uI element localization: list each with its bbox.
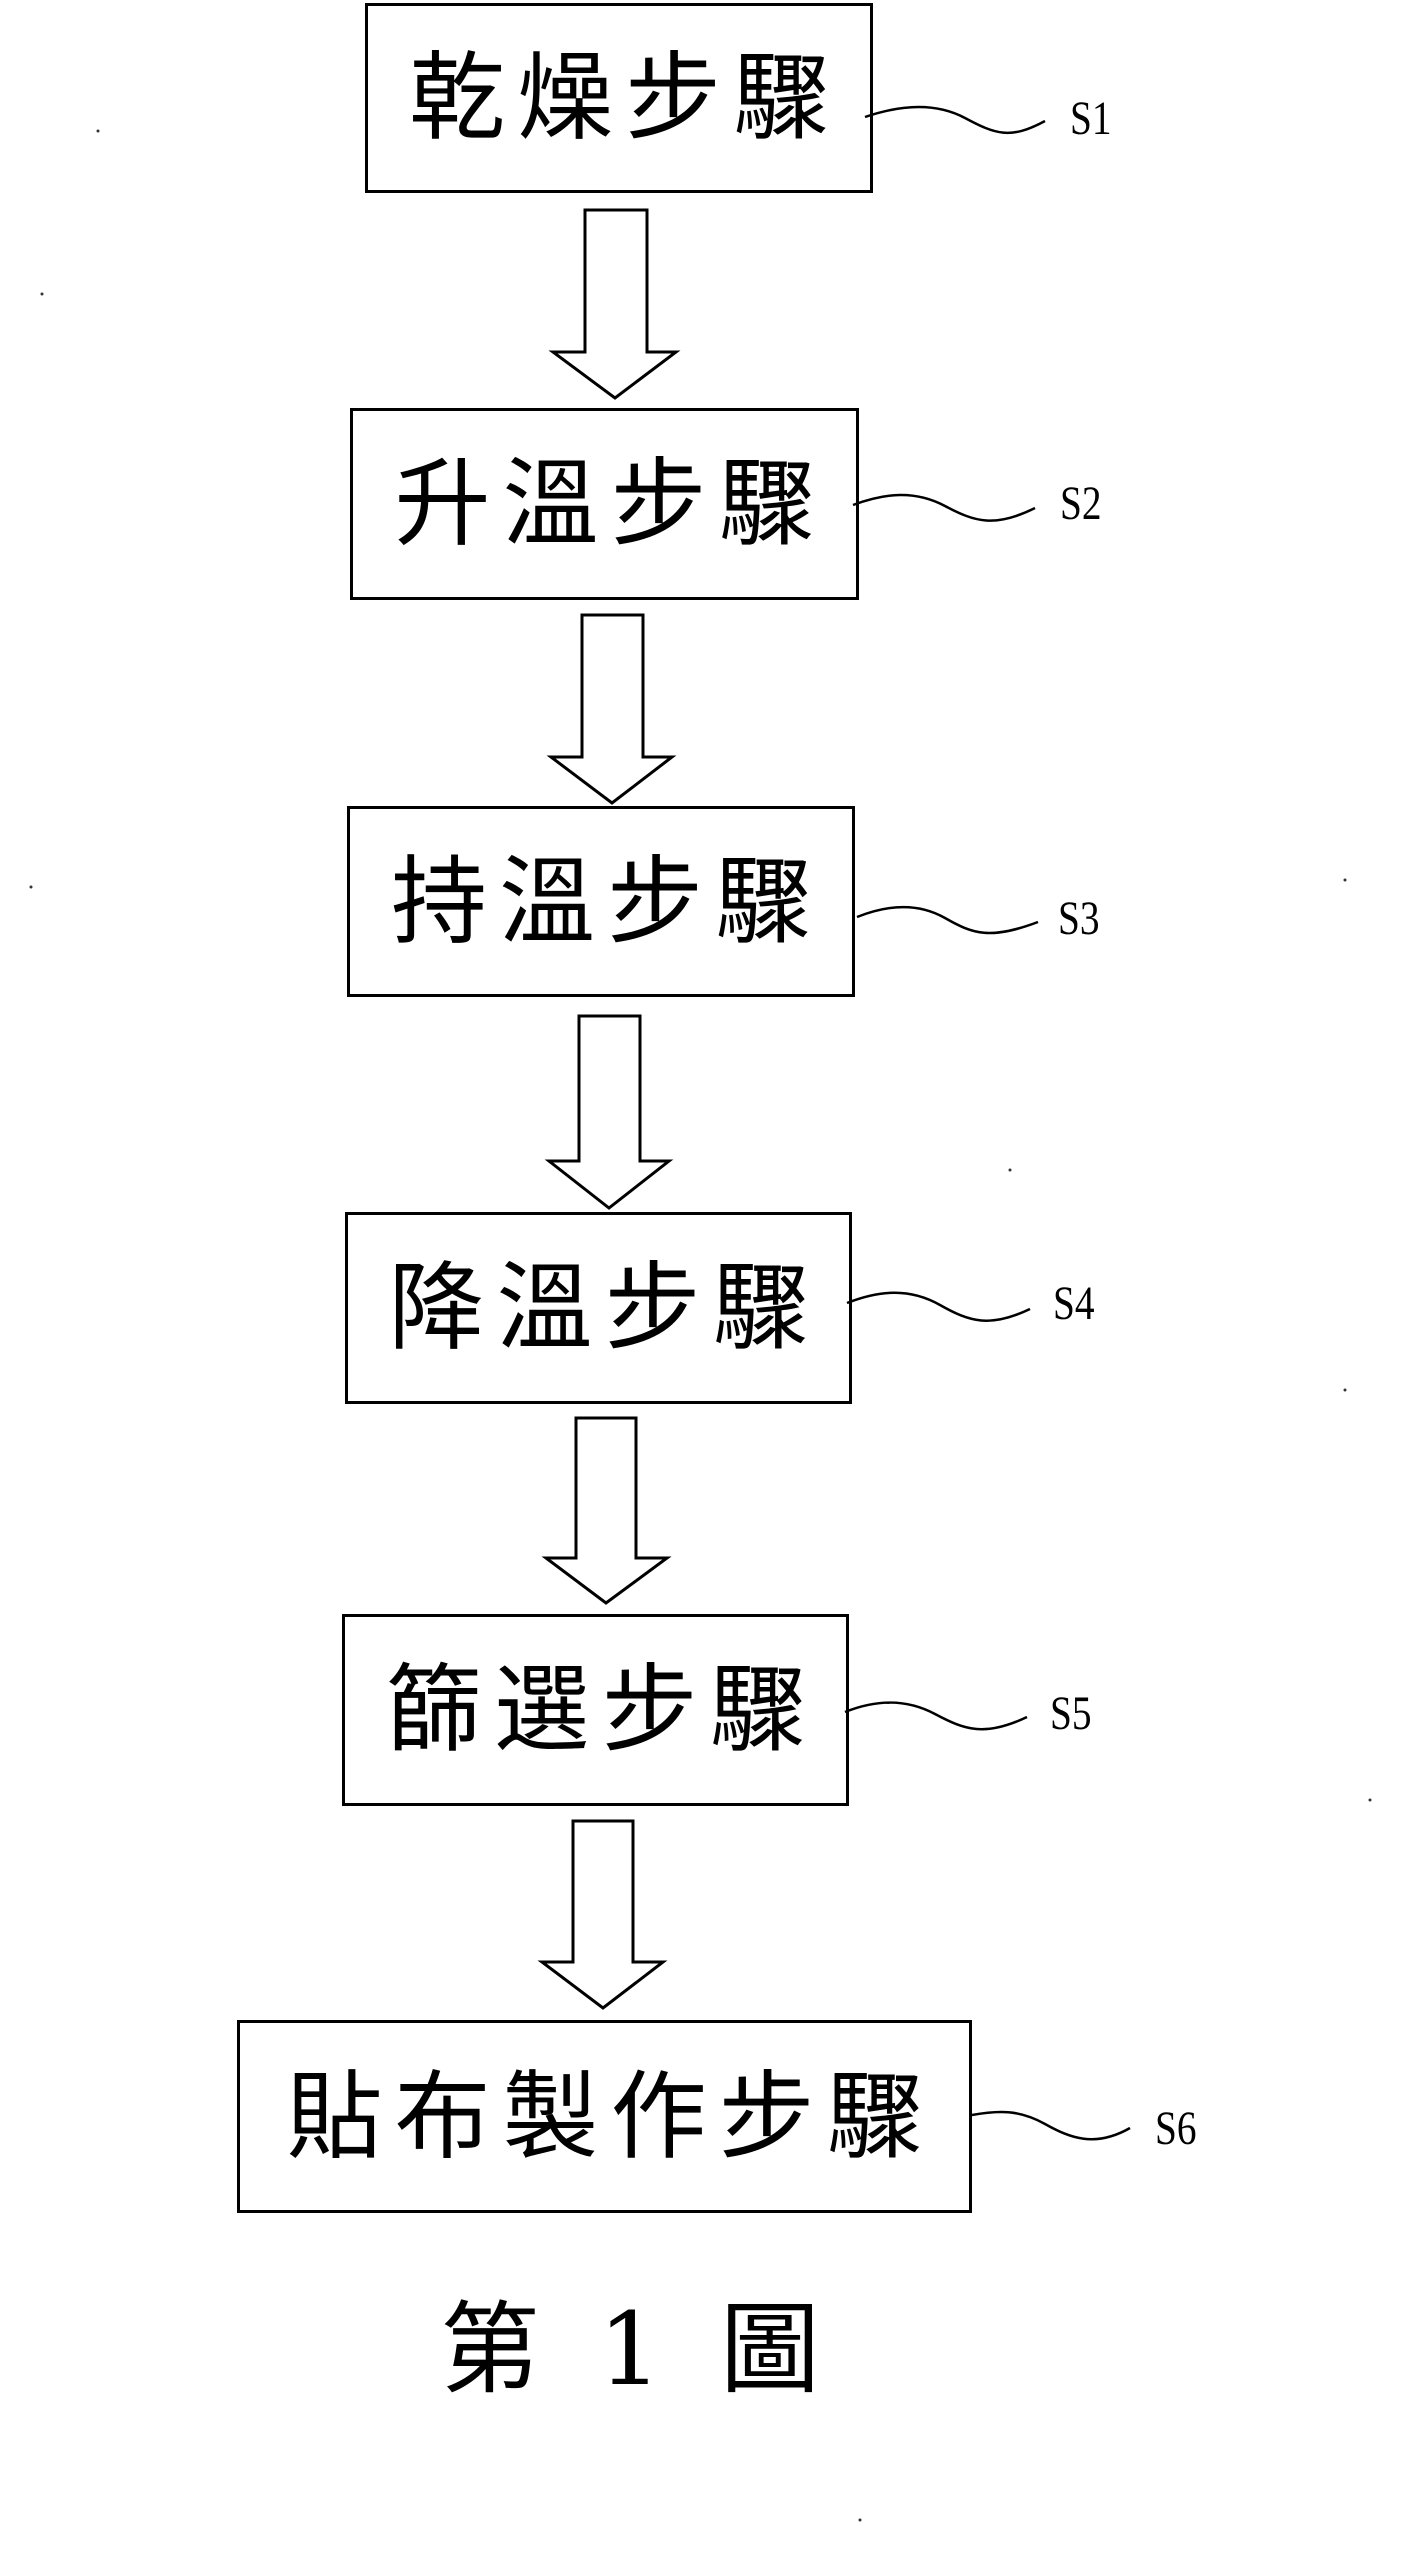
ref-label-s2: S2	[1060, 477, 1102, 530]
step-box-s3: 持溫步驟	[347, 806, 855, 997]
step-label-s1: 乾燥步驟	[409, 42, 841, 154]
step-label-s6: 貼布製作步驟	[286, 2060, 935, 2173]
caption-suffix: 圖	[720, 2291, 820, 2408]
step-box-s2: 升溫步驟	[350, 408, 859, 600]
ref-label-s3: S3	[1058, 892, 1100, 945]
step-label-s2: 升溫步驟	[394, 448, 827, 560]
leader-line-s2	[852, 493, 1036, 522]
down-arrow-icon	[537, 1819, 668, 2010]
step-label-s5: 篩選步驟	[385, 1654, 818, 1766]
scan-speck	[1343, 878, 1347, 882]
down-arrow-icon	[546, 613, 677, 805]
step-label-s4: 降溫步驟	[388, 1252, 821, 1364]
step-box-s6: 貼布製作步驟	[237, 2020, 972, 2213]
caption-number: 1	[598, 2291, 662, 2408]
figure-caption: 第 1 圖	[440, 2300, 820, 2400]
down-arrow-icon	[548, 208, 681, 400]
scan-speck	[96, 129, 100, 133]
leader-line-s4	[846, 1291, 1031, 1322]
leader-line-s5	[844, 1701, 1028, 1731]
scan-speck	[1343, 1388, 1347, 1392]
step-box-s4: 降溫步驟	[345, 1212, 852, 1404]
down-arrow-icon	[544, 1014, 674, 1210]
step-box-s5: 篩選步驟	[342, 1614, 849, 1806]
step-box-s1: 乾燥步驟	[365, 3, 873, 193]
leader-line-s6	[971, 2110, 1131, 2141]
scan-speck	[29, 885, 33, 889]
ref-label-s4: S4	[1053, 1277, 1095, 1330]
leader-line-s1	[864, 105, 1046, 135]
scan-speck	[40, 292, 44, 296]
down-arrow-icon	[541, 1416, 672, 1605]
step-label-s3: 持溫步驟	[391, 845, 823, 958]
caption-prefix: 第	[440, 2291, 540, 2408]
scan-speck	[1368, 1798, 1372, 1802]
ref-label-s6: S6	[1155, 2102, 1197, 2155]
leader-line-s3	[856, 905, 1039, 935]
ref-label-s5: S5	[1050, 1687, 1092, 1740]
ref-label-s1: S1	[1070, 92, 1112, 145]
scan-speck	[858, 2518, 862, 2522]
scan-speck	[1008, 1168, 1012, 1172]
